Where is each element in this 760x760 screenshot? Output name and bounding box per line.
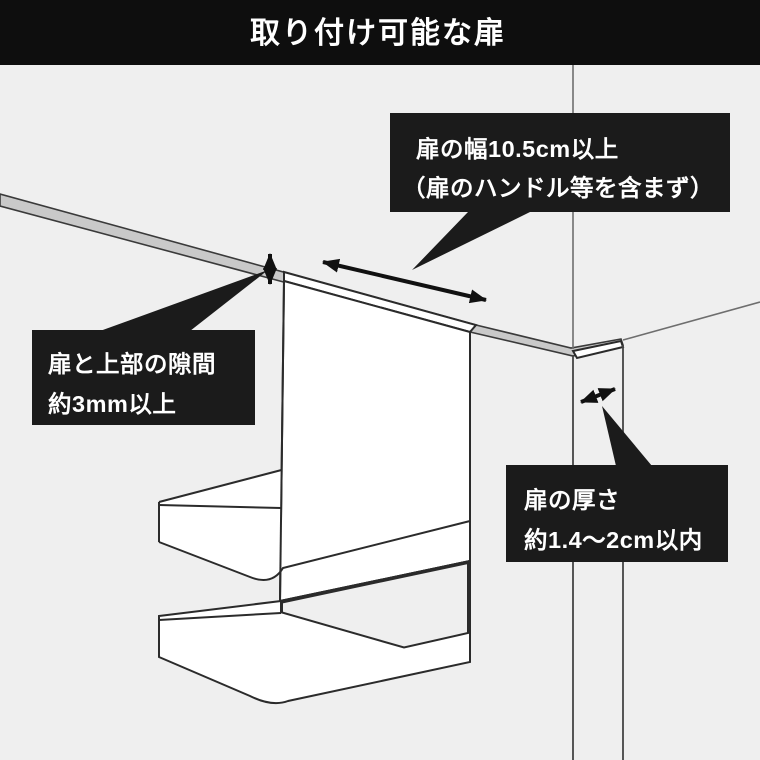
- callout-door-width-box: [390, 113, 730, 212]
- callout-door-width: 扉の幅10.5cm以上 （扉のハンドル等を含まず）: [390, 113, 730, 270]
- title-bar-background: [0, 0, 760, 65]
- callout-door-thickness-box: [506, 465, 728, 562]
- upper-basket-rim-lines: [158, 469, 471, 581]
- right-wall-top-edge-line: [622, 301, 760, 341]
- door-bottom-edge-line: [279, 560, 471, 602]
- callout-door-thickness-line1: 扉の厚さ: [524, 486, 620, 513]
- thickness-arrow: [580, 387, 616, 404]
- door-left-edge-line: [279, 280, 285, 602]
- callout-top-gap-line2: 約3mm以上: [48, 390, 176, 417]
- lower-basket-rim-inner-line: [158, 612, 282, 621]
- title-bar: 取り付け可能な扉: [0, 0, 760, 65]
- page-title: 取り付け可能な扉: [250, 17, 506, 50]
- callout-door-thickness-line2: 約1.4～2cm以内: [524, 526, 703, 553]
- measurement-arrows: [263, 253, 616, 404]
- callout-top-gap-box: [32, 330, 255, 425]
- callout-top-gap: 扉と上部の隙間 約3mm以上: [32, 270, 268, 425]
- callout-door-width-line1: 扉の幅10.5cm以上: [416, 135, 619, 162]
- door-panel: [278, 279, 471, 603]
- callout-top-gap-line1: 扉と上部の隙間: [48, 350, 216, 377]
- callout-door-width-line2: （扉のハンドル等を含まず）: [402, 174, 714, 201]
- callout-door-width-tail: [412, 212, 530, 270]
- callout-top-gap-tail: [100, 270, 268, 331]
- callout-door-thickness: 扉の厚さ 約1.4～2cm以内: [506, 406, 728, 562]
- callout-door-thickness-tail: [602, 406, 652, 466]
- width-arrow: [322, 258, 487, 304]
- upper-basket-rim: [159, 470, 283, 580]
